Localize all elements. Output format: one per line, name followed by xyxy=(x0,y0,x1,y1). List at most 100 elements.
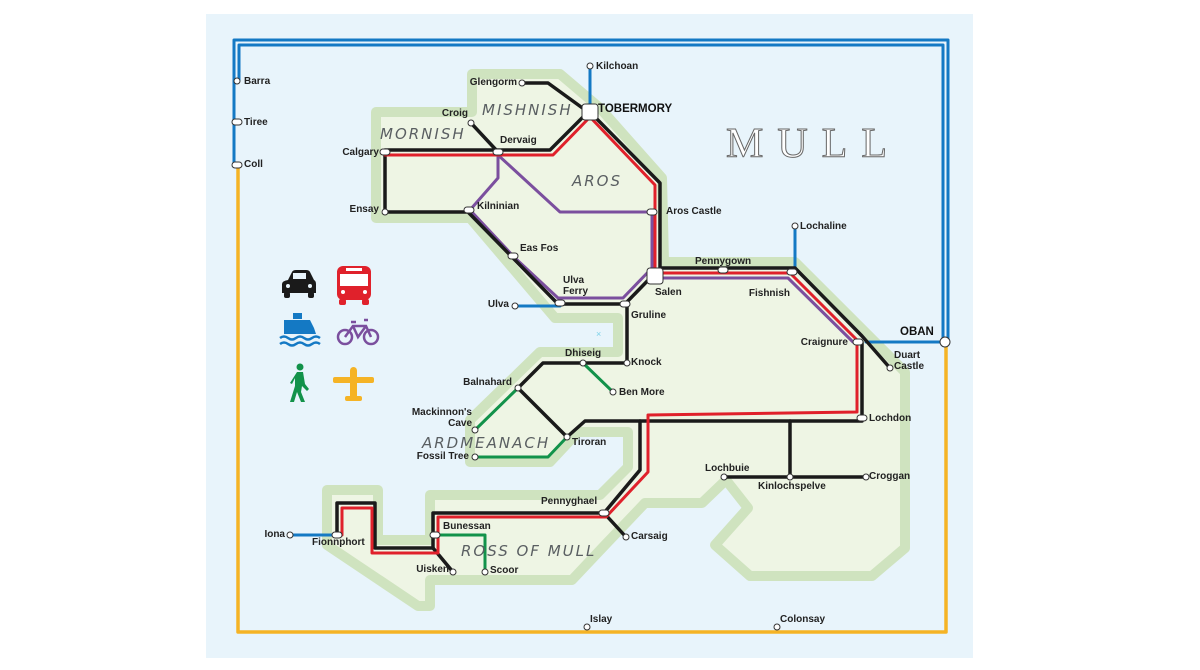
station-label-iona: Iona xyxy=(264,529,285,540)
ferry-route-barra-oban xyxy=(232,38,950,344)
station-label-mackinnon-s-cave: Mackinnon's Cave xyxy=(411,407,472,429)
station-label-kinlochspelve: Kinlochspelve xyxy=(758,481,826,492)
station-label-aros-castle: Aros Castle xyxy=(666,206,722,217)
station-label-lochaline: Lochaline xyxy=(800,221,847,232)
ferry-route-inner xyxy=(237,43,945,344)
station-marker-dervaig xyxy=(492,148,504,156)
station-label-barra: Barra xyxy=(244,76,271,87)
station-marker-craignure xyxy=(852,338,864,346)
station-marker-carsaig xyxy=(622,533,630,541)
walk-scoor xyxy=(433,533,487,574)
road-croig xyxy=(469,121,500,154)
station-marker-uisken xyxy=(449,568,457,576)
station-markers xyxy=(231,62,951,631)
station-marker-islay xyxy=(583,623,591,631)
region-ardmeanach: ARDMEANACH xyxy=(422,434,551,452)
station-label-dervaig: Dervaig xyxy=(500,135,537,146)
station-label-knock: Knock xyxy=(631,357,662,368)
station-marker-kilninian xyxy=(463,206,475,214)
station-label-dhiseig: Dhiseig xyxy=(565,348,602,359)
station-label-tiroran: Tiroran xyxy=(572,437,607,448)
station-label-calgary: Calgary xyxy=(342,147,379,158)
station-marker-ulva-ferry xyxy=(554,299,566,307)
station-marker-tiroran xyxy=(563,433,571,441)
station-marker-ben-more xyxy=(609,388,617,396)
bicycle-icon xyxy=(336,318,380,346)
station-marker-pennyghael xyxy=(598,509,610,517)
station-marker-dhiseig xyxy=(579,359,587,367)
station-label-islay: Islay xyxy=(590,614,613,625)
station-marker-aros-castle xyxy=(646,208,658,216)
station-marker-balnahard xyxy=(514,384,522,392)
station-label-bunessan: Bunessan xyxy=(443,521,491,532)
station-label-carsaig: Carsaig xyxy=(631,531,668,542)
station-label-ulva-ferry: Ulva Ferry xyxy=(563,275,589,297)
region-mornish: MORNISH xyxy=(380,125,466,143)
cycle-route-east xyxy=(650,276,855,344)
station-label-kilninian: Kilninian xyxy=(477,201,520,212)
station-marker-croggan xyxy=(862,473,870,481)
station-label-kilchoan: Kilchoan xyxy=(596,61,639,72)
map-title: MULL xyxy=(726,121,901,168)
station-marker-fishnish xyxy=(786,268,798,276)
station-label-fionnphort: Fionnphort xyxy=(312,537,365,548)
station-marker-colonsay xyxy=(773,623,781,631)
walker-icon xyxy=(290,363,309,402)
station-marker-eas-fos xyxy=(507,252,519,260)
station-marker-tiree xyxy=(231,118,243,126)
station-label-ensay: Ensay xyxy=(349,204,379,215)
station-label-balnahard: Balnahard xyxy=(463,377,512,388)
station-label-glengorm: Glengorm xyxy=(469,77,517,88)
station-label-duart-castle: Duart Castle xyxy=(894,350,925,372)
station-marker-bunessan xyxy=(429,531,441,539)
station-marker-tobermory xyxy=(581,103,599,121)
station-marker-kilchoan xyxy=(586,62,594,70)
map-marker-x: × xyxy=(596,329,601,339)
station-marker-lochaline xyxy=(791,222,799,230)
station-label-uisken: Uisken xyxy=(416,564,449,575)
station-label-ben-more: Ben More xyxy=(619,387,665,398)
station-marker-calgary xyxy=(379,148,391,156)
car-icon xyxy=(282,270,316,298)
station-label-colonsay: Colonsay xyxy=(780,614,826,625)
station-label-pennyghael: Pennyghael xyxy=(541,496,598,507)
station-marker-ulva xyxy=(511,302,519,310)
station-label-fossil-tree: Fossil Tree xyxy=(416,451,469,462)
station-marker-lochbuie xyxy=(720,473,728,481)
station-label-lochdon: Lochdon xyxy=(869,413,912,424)
station-label-tobermory: TOBERMORY xyxy=(598,103,673,115)
station-label-craignure: Craignure xyxy=(800,337,848,348)
station-label-gruline: Gruline xyxy=(631,310,667,321)
station-label-salen: Salen xyxy=(655,287,682,298)
station-marker-knock xyxy=(623,359,631,367)
station-label-croig: Croig xyxy=(441,108,468,119)
station-marker-barra xyxy=(233,77,241,85)
station-label-pennygown: Pennygown xyxy=(695,256,752,267)
station-marker-lochdon xyxy=(856,414,868,422)
bus-icon xyxy=(337,266,371,305)
road-south xyxy=(516,302,864,439)
station-marker-oban xyxy=(939,336,951,348)
station-marker-glengorm xyxy=(518,79,526,87)
plane-icon xyxy=(333,367,374,401)
station-marker-scoor xyxy=(481,568,489,576)
station-marker-duart-castle xyxy=(886,364,894,372)
cycle-route-aros xyxy=(496,153,654,214)
station-marker-gruline xyxy=(619,300,631,308)
station-marker-salen xyxy=(646,267,664,285)
station-label-fishnish: Fishnish xyxy=(748,288,790,299)
station-marker-ensay xyxy=(381,208,389,216)
region-mishnish: MISHNISH xyxy=(482,101,573,119)
walk-mackinnons-cave xyxy=(473,386,520,432)
bus-route xyxy=(340,115,859,555)
station-marker-iona xyxy=(286,531,294,539)
station-label-oban: OBAN xyxy=(900,326,934,338)
station-label-tiree: Tiree xyxy=(244,117,268,128)
station-label-ulva: Ulva xyxy=(487,299,509,310)
walk-fossil-tree xyxy=(473,435,569,459)
station-label-lochbuie: Lochbuie xyxy=(705,463,750,474)
station-label-coll: Coll xyxy=(244,159,263,170)
station-marker-fionnphort xyxy=(331,531,343,539)
air-route xyxy=(236,163,948,634)
